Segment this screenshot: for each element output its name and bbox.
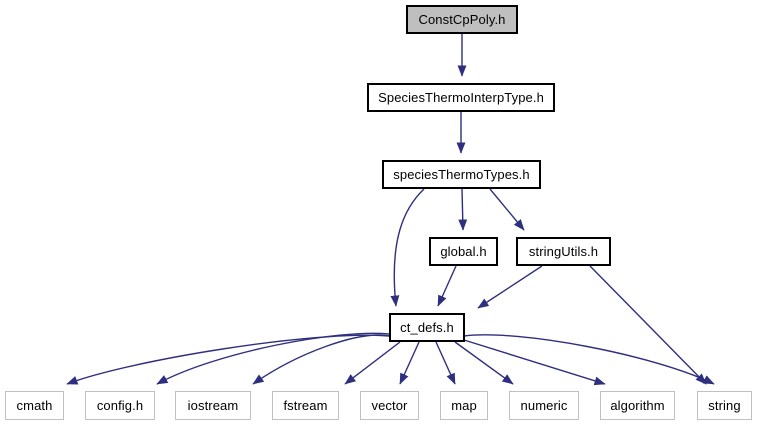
- graph-edge-speciestypes-to-global: [458, 188, 468, 231]
- graph-node-label: speciesThermoTypes.h: [393, 167, 530, 182]
- graph-node-label: ConstCpPoly.h: [418, 12, 506, 27]
- graph-node-label: config.h: [96, 398, 144, 413]
- graph-edge-ctdefs-to-cmath: [66, 334, 390, 385]
- graph-node-label: map: [451, 398, 477, 413]
- graph-node-constcppoly[interactable]: ConstCpPoly.h: [406, 5, 518, 34]
- graph-edge-stringutils-to-ctdefs: [477, 265, 543, 309]
- graph-node-config[interactable]: config.h: [85, 391, 155, 420]
- graph-node-label: iostream: [187, 398, 239, 413]
- graph-edge-ctdefs-to-algorithm: [463, 339, 606, 386]
- graph-edge-ctdefs-to-vector: [399, 341, 420, 385]
- graph-node-label: cmath: [16, 398, 53, 413]
- graph-edge-speciestypes-to-stringutils: [489, 188, 525, 231]
- graph-node-string[interactable]: string: [697, 391, 752, 420]
- graph-edge-ctdefs-to-fstream: [344, 341, 401, 385]
- graph-node-cmath[interactable]: cmath: [5, 391, 64, 420]
- graph-node-map[interactable]: map: [440, 391, 488, 420]
- graph-edge-ctdefs-to-iostream: [252, 334, 391, 385]
- graph-node-speciesinterp[interactable]: SpeciesThermoInterpType.h: [367, 83, 555, 112]
- graph-edge-ctdefs-to-config: [156, 332, 390, 385]
- graph-edge-stringutils-to-string: [589, 265, 707, 385]
- graph-edge-ctdefs-to-string: [463, 334, 715, 385]
- graph-node-numeric[interactable]: numeric: [509, 391, 579, 420]
- graph-node-ctdefs[interactable]: ct_defs.h: [389, 313, 465, 342]
- graph-node-label: stringUtils.h: [528, 244, 599, 259]
- graph-node-algorithm[interactable]: algorithm: [600, 391, 675, 420]
- graph-node-label: global.h: [440, 244, 487, 259]
- graph-node-label: fstream: [283, 398, 328, 413]
- graph-node-label: ct_defs.h: [400, 320, 454, 335]
- graph-node-iostream[interactable]: iostream: [175, 391, 251, 420]
- graph-node-label: numeric: [520, 398, 568, 413]
- graph-node-label: SpeciesThermoInterpType.h: [378, 90, 544, 105]
- graph-node-vector[interactable]: vector: [360, 391, 419, 420]
- graph-edge-global-to-ctdefs: [437, 265, 457, 307]
- graph-node-fstream[interactable]: fstream: [272, 391, 339, 420]
- graph-node-global[interactable]: global.h: [429, 237, 498, 266]
- graph-node-stringutils[interactable]: stringUtils.h: [516, 237, 611, 266]
- graph-node-label: string: [708, 398, 741, 413]
- graph-edge-ctdefs-to-numeric: [454, 341, 514, 385]
- graph-node-speciestypes[interactable]: speciesThermoTypes.h: [382, 160, 541, 189]
- graph-edge-ctdefs-to-map: [435, 341, 456, 385]
- graph-edge-speciestypes-to-ctdefs: [390, 188, 425, 307]
- graph-node-label: algorithm: [610, 398, 665, 413]
- graph-node-label: vector: [371, 398, 408, 413]
